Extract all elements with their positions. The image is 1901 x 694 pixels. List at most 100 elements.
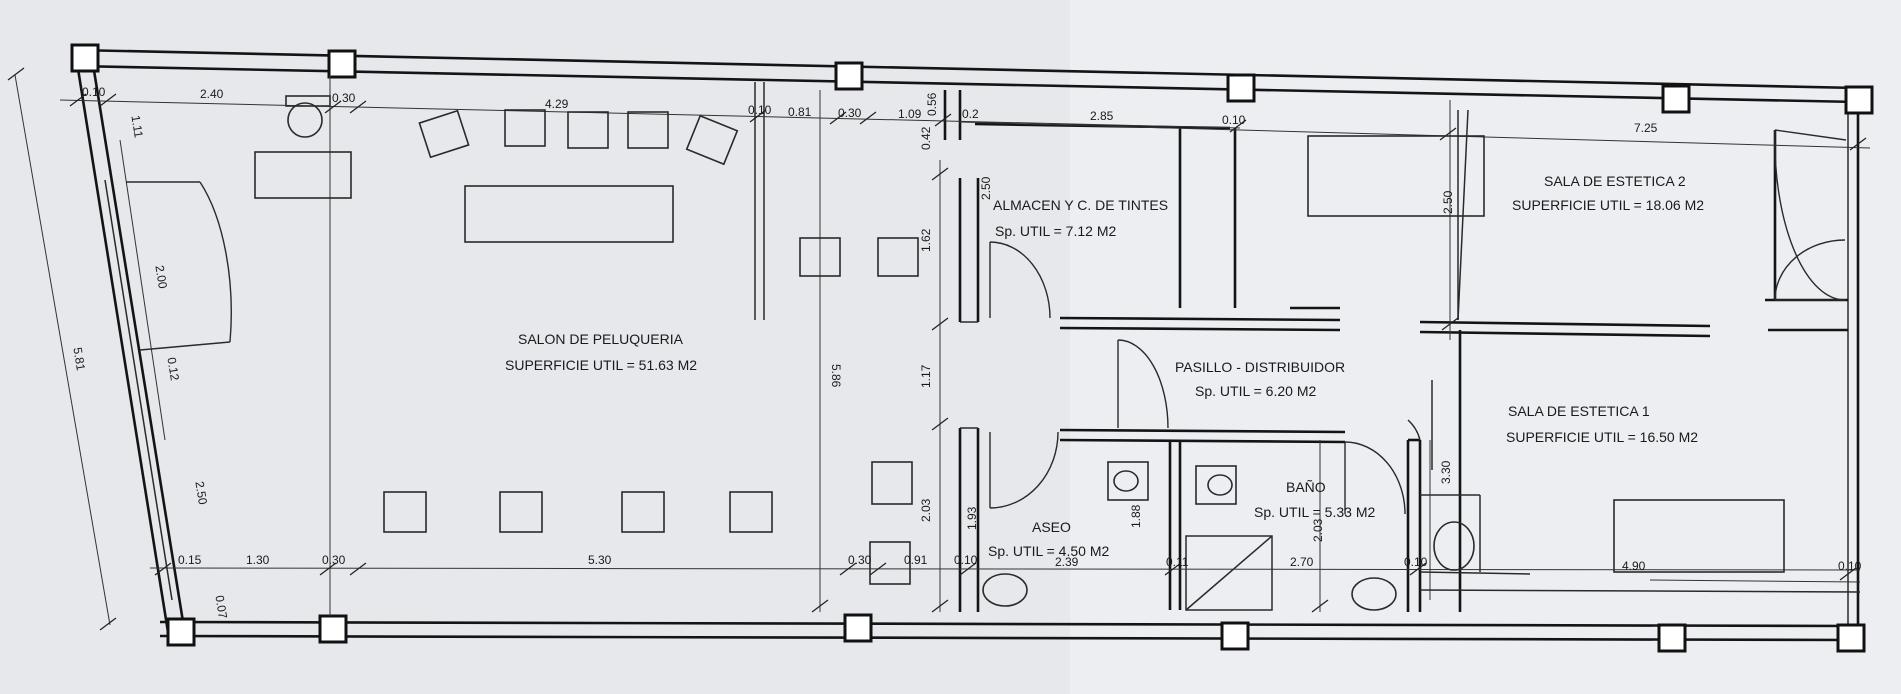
column — [1836, 623, 1866, 653]
column — [1226, 73, 1256, 103]
dim-label: 5.86 — [829, 364, 843, 388]
column — [1220, 621, 1250, 651]
column — [843, 613, 873, 643]
dim-label: 1.11 — [128, 114, 145, 139]
waiting-chair — [869, 541, 911, 585]
aseo-door-swing — [989, 431, 1059, 509]
dim-label: 2.70 — [1290, 555, 1314, 569]
salon-chair — [627, 111, 669, 149]
dim-label: 1.09 — [898, 107, 922, 121]
dim-label: 4.90 — [1622, 559, 1646, 573]
top-dimension-labels: 0.10 2.40 0.30 4.29 0.10 0.81 0.30 1.09 … — [82, 85, 1658, 135]
dimension-lines — [7, 67, 1871, 631]
wash-chair — [729, 491, 773, 533]
dim-label: 0.10 — [1404, 555, 1428, 569]
dim-label: 0.30 — [848, 553, 872, 567]
column — [318, 614, 348, 644]
dim-label: 0.15 — [178, 553, 202, 567]
almacen-door-swing — [989, 241, 1051, 319]
dim-label: 1.17 — [919, 364, 933, 388]
dim-label: 2.50 — [1441, 190, 1455, 214]
styling-table — [464, 185, 674, 243]
dim-label: 1.62 — [919, 228, 933, 252]
room-aseo-area: Sp. UTIL = 4.50 M2 — [988, 543, 1109, 559]
dim-label: 1.93 — [965, 506, 979, 530]
counter — [285, 95, 331, 107]
room-labels: SALON DE PELUQUERIA SUPERFICIE UTIL = 51… — [505, 173, 1704, 559]
dim-label: 0.42 — [919, 126, 933, 150]
washbasin-bano — [1351, 577, 1397, 611]
dim-label: 0.10 — [1838, 559, 1862, 573]
beauty-bed — [1307, 135, 1485, 217]
doors — [126, 129, 1847, 515]
inner-dimension-labels: 5.86 0.42 1.62 1.17 2.03 2.50 1.93 1.88 … — [829, 126, 1455, 542]
dim-label: 2.50 — [192, 480, 210, 506]
dim-label: 2.00 — [152, 264, 170, 290]
room-sala1-area: SUPERFICIE UTIL = 16.50 M2 — [1506, 429, 1698, 445]
column — [1844, 85, 1874, 115]
column — [1657, 623, 1687, 653]
salon-chair — [567, 111, 609, 149]
toilet-bano — [1195, 465, 1237, 505]
dim-label-overall: 5.81 — [70, 346, 88, 372]
column — [70, 43, 100, 73]
sala2-door-leaf-top — [1774, 129, 1847, 141]
room-sala2-area: SUPERFICIE UTIL = 18.06 M2 — [1512, 197, 1704, 213]
waiting-chair — [877, 237, 919, 277]
room-bano-name: BAÑO — [1286, 479, 1326, 495]
columns — [70, 43, 1874, 653]
dim-label: 5.30 — [588, 553, 612, 567]
furniture — [254, 95, 1785, 611]
dim-label: 0.2 — [962, 107, 979, 121]
column — [834, 61, 864, 91]
room-pasillo-area: Sp. UTIL = 6.20 M2 — [1195, 383, 1316, 399]
room-almacen-name: ALMACEN Y C. DE TINTES — [993, 197, 1168, 213]
entrance-door-swing — [199, 181, 232, 343]
dim-label: 7.25 — [1634, 121, 1658, 135]
salon-chair — [504, 109, 546, 147]
exterior-walls — [73, 48, 1860, 642]
wash-chair — [499, 491, 543, 533]
beauty-bed — [1613, 499, 1785, 573]
washbasin-aseo — [982, 573, 1028, 607]
dim-label: 0.07 — [212, 594, 230, 620]
dim-label: 0.11 — [1166, 555, 1189, 569]
left-dimension-labels: 1.11 2.00 0.12 2.50 0.07 5.81 — [70, 114, 230, 620]
dim-label: 2.85 — [1090, 109, 1114, 123]
salon-chair — [685, 114, 739, 166]
reception-desk — [254, 151, 352, 199]
dim-label: 2.39 — [1055, 555, 1079, 569]
salon-chair — [418, 109, 470, 159]
dim-label: 2.50 — [979, 176, 993, 200]
room-almacen-area: Sp. UTIL = 7.12 M2 — [995, 223, 1116, 239]
room-pasillo-name: PASILLO - DISTRIBUIDOR — [1175, 359, 1345, 375]
dim-label: 0.10 — [82, 85, 106, 99]
dim-label: 0.81 — [788, 105, 812, 119]
dim-label: 2.03 — [919, 498, 933, 522]
dim-label: 3.30 — [1439, 460, 1453, 484]
dim-label: 0.30 — [322, 553, 346, 567]
wash-chair — [383, 491, 427, 533]
shower-tray — [1185, 535, 1273, 611]
paper-fold-shade — [1070, 0, 1901, 694]
dim-label: 0.56 — [925, 92, 939, 116]
room-sala1-name: SALA DE ESTETICA 1 — [1508, 403, 1650, 419]
dim-label: 0.30 — [332, 91, 356, 105]
dim-label: 0.91 — [904, 553, 928, 567]
dim-label: 1.88 — [1129, 504, 1143, 528]
washbasin-sala1 — [1433, 521, 1475, 571]
room-bano-area: Sp. UTIL = 5.33 M2 — [1254, 504, 1375, 520]
dim-label: 0.10 — [954, 553, 978, 567]
waiting-chair — [871, 461, 913, 505]
dim-label: 0.10 — [1222, 113, 1246, 127]
bottom-dimension-labels: 0.15 1.30 0.30 5.30 0.30 0.91 0.10 2.39 … — [178, 553, 1862, 573]
toilet-aseo — [1107, 461, 1149, 501]
wash-chair — [621, 491, 665, 533]
room-salon-name: SALON DE PELUQUERIA — [518, 331, 684, 347]
dim-label: 1.30 — [246, 553, 270, 567]
stool — [287, 102, 323, 138]
dim-label: 2.40 — [200, 87, 224, 101]
column — [1661, 84, 1691, 114]
dim-label: 2.03 — [1311, 518, 1325, 542]
